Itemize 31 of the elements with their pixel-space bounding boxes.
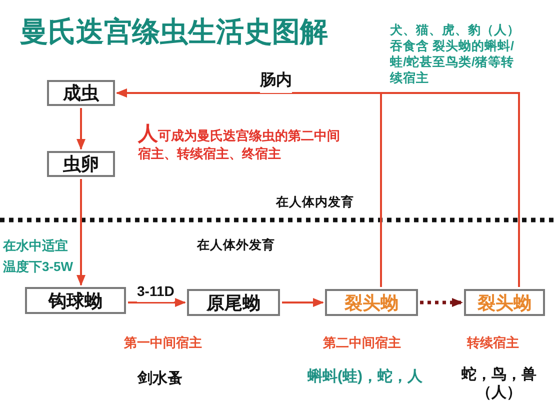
host-species: 蝌蚪(蛙)，蛇，人 — [306, 367, 424, 387]
arrow — [282, 298, 324, 307]
region-label: 在人体内发育 — [276, 194, 354, 211]
stage-name: 成虫 — [63, 82, 99, 104]
arrow — [128, 298, 186, 307]
stage-name: 裂头蚴 — [478, 292, 532, 314]
host-species: 剑水蚤 — [136, 369, 184, 389]
arrow — [420, 298, 463, 307]
stage-name: 虫卵 — [63, 153, 99, 175]
stage-box — [47, 80, 115, 106]
region-label: 在人体外发育 — [197, 237, 275, 254]
stage-name: 原尾蚴 — [206, 292, 260, 314]
host-label: 第二中间宿主 — [322, 334, 402, 352]
arrow — [76, 108, 86, 150]
host-label: 第一中间宿主 — [123, 334, 203, 352]
stage-box — [325, 289, 418, 316]
stage-name: 钩球蚴 — [48, 290, 102, 312]
host-label: 转续宿主 — [466, 334, 520, 352]
arrow — [116, 88, 520, 287]
note-text: 人可成为曼氏迭宫绦虫的第二中间宿主、转续宿主、终宿主 — [138, 125, 341, 163]
edge-label: 在水中适宜温度下3-5W — [3, 237, 74, 276]
stage-box — [464, 289, 545, 316]
diagram-title: 曼氏迭宫绦虫生活史图解 — [20, 15, 328, 49]
stage-box — [25, 287, 126, 314]
arrow — [76, 179, 86, 286]
stage-box — [47, 151, 115, 177]
stage-name: 裂头蚴 — [344, 292, 398, 314]
stage-box — [187, 289, 280, 316]
edge-label: 肠内 — [260, 69, 292, 93]
note-text: 犬、猫、虎、豹（人）吞食含 裂头蚴的蝌蚪/蛙/蛇甚至鸟类/猪等转续宿主 — [390, 22, 520, 86]
host-species: 蛇，鸟，兽（人） — [460, 366, 538, 402]
